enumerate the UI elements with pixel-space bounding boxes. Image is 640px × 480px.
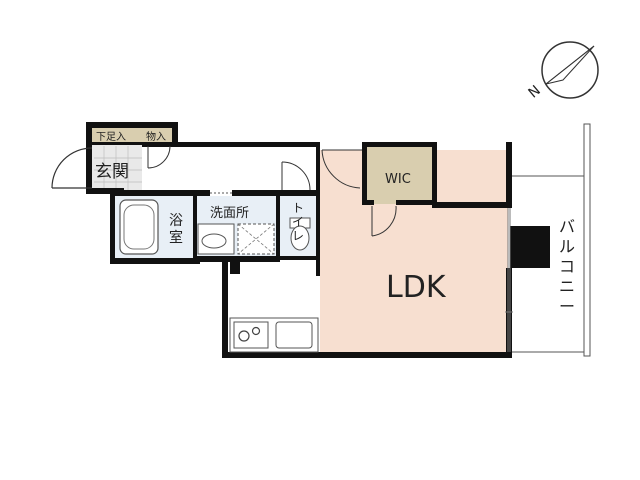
balcony-char: ル	[559, 237, 575, 256]
compass-north-label: N	[526, 83, 544, 102]
washbasin-bowl	[201, 233, 227, 249]
toilet-bowl	[289, 217, 311, 251]
balcony-char: ー	[559, 297, 575, 316]
label-wic: WIC	[385, 172, 411, 187]
label-ldk: LDK	[386, 270, 447, 305]
balcony-char: ニ	[559, 277, 575, 296]
label-senmenjo: 洗面所	[210, 206, 249, 221]
monoire-door	[147, 145, 171, 169]
balcony	[505, 123, 591, 357]
bathtub-inner	[123, 204, 155, 250]
toilet-door	[281, 161, 311, 191]
kitchen-counter	[229, 317, 319, 353]
balcony-char: バ	[559, 217, 575, 236]
label-toilet-2: イ	[292, 215, 304, 229]
label-yokushitsu-1: 浴	[169, 213, 183, 229]
entry-door	[51, 147, 93, 189]
label-getabako: 下足入	[96, 131, 126, 143]
wic-door	[371, 205, 397, 237]
corridor-floor	[142, 146, 318, 190]
label-genkan: 玄関	[95, 162, 129, 182]
getabako-floor	[92, 128, 142, 144]
label-toilet-1: ト	[292, 201, 304, 215]
balcony-char: コ	[559, 257, 575, 276]
label-balcony: バ ル コ ニ ー	[559, 217, 575, 316]
washing-machine-pan	[237, 223, 275, 255]
label-toilet-3: レ	[292, 229, 304, 243]
genkan-tiles	[94, 146, 142, 190]
walls	[86, 122, 512, 358]
label-yokushitsu-2: 室	[169, 229, 183, 246]
wic-floor	[366, 146, 432, 204]
compass	[541, 41, 599, 99]
ldk-door	[321, 149, 362, 189]
monoire-floor	[142, 128, 172, 144]
label-monoire: 物入	[146, 130, 166, 143]
